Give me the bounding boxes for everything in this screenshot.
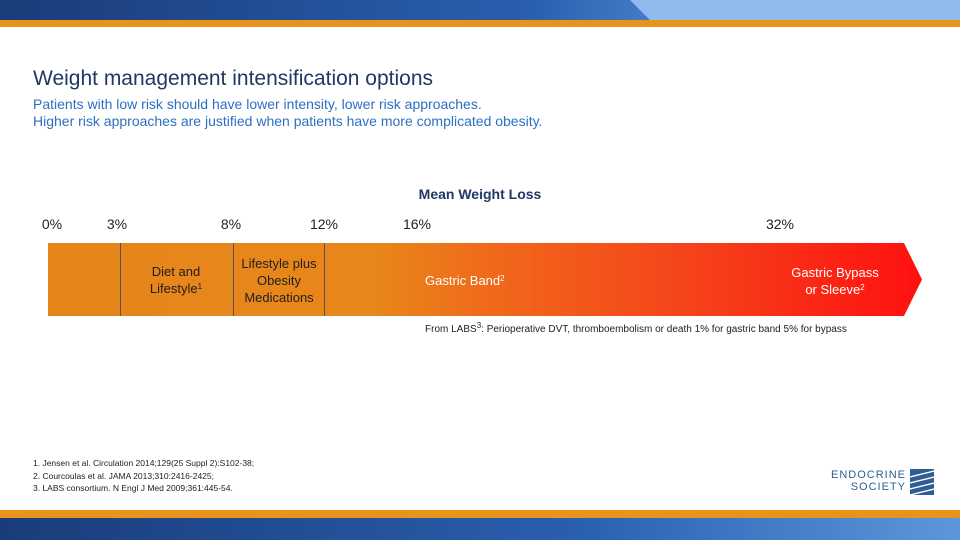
tick-label-0: 0%	[41, 216, 63, 232]
segment-lifestyle-medications: Lifestyle plus Obesity Medications	[234, 255, 324, 306]
tick-label-8: 8%	[220, 216, 242, 232]
slide-subtitle: Patients with low risk should have lower…	[33, 96, 542, 130]
reference-3: 3. LABS consortium. N Engl J Med 2009;36…	[33, 483, 233, 493]
tick-label-16: 16%	[402, 216, 432, 232]
weight-loss-arrow	[48, 243, 922, 316]
slide-title: Weight management intensification option…	[33, 67, 434, 90]
divider-8	[233, 243, 234, 316]
tick-label-3: 3%	[106, 216, 128, 232]
segment-gastric-bypass: Gastric Bypass or Sleeve2	[780, 264, 890, 298]
scale-title: Mean Weight Loss	[418, 186, 542, 202]
labs-footnote: From LABS3: Perioperative DVT, thromboem…	[425, 321, 847, 336]
divider-3	[120, 243, 121, 316]
bottom-blue-stripe	[0, 518, 960, 540]
top-orange-stripe	[0, 20, 960, 27]
divider-12	[324, 243, 325, 316]
subtitle-line-2: Higher risk approaches are justified whe…	[33, 113, 543, 129]
top-band-highlight	[630, 0, 960, 20]
segment-diet-line-1: Diet and	[151, 264, 201, 279]
segment-diet-line-2: Lifestyle1	[149, 281, 203, 296]
bottom-orange-stripe	[0, 510, 960, 518]
subtitle-line-1: Patients with low risk should have lower…	[33, 96, 482, 112]
top-decorative-band	[0, 0, 960, 20]
reference-2: 2. Courcoulas et al. JAMA 2013;310:2416-…	[33, 470, 214, 481]
segment-meds-line-2: Obesity	[256, 273, 302, 288]
segment-bypass-line-2: or Sleeve2	[805, 282, 865, 297]
segment-meds-line-3: Medications	[244, 290, 314, 305]
endocrine-society-logo: ENDOCRINE SOCIETY	[828, 469, 934, 497]
logo-mark-icon	[910, 469, 934, 495]
logo-wordmark: ENDOCRINE SOCIETY	[830, 469, 906, 493]
segment-diet-lifestyle: Diet and Lifestyle1	[128, 263, 224, 297]
reference-1: 1. Jensen et al. Circulation 2014;129(25…	[33, 458, 255, 468]
tick-label-32: 32%	[765, 216, 795, 232]
tick-label-12: 12%	[309, 216, 339, 232]
references-list: 1. Jensen et al. Circulation 2014;129(25…	[33, 457, 254, 495]
segment-meds-line-1: Lifestyle plus	[241, 256, 317, 271]
segment-gastric-band: Gastric Band2	[425, 273, 505, 288]
bottom-decorative-band	[0, 510, 960, 540]
segment-bypass-line-1: Gastric Bypass	[791, 265, 879, 280]
